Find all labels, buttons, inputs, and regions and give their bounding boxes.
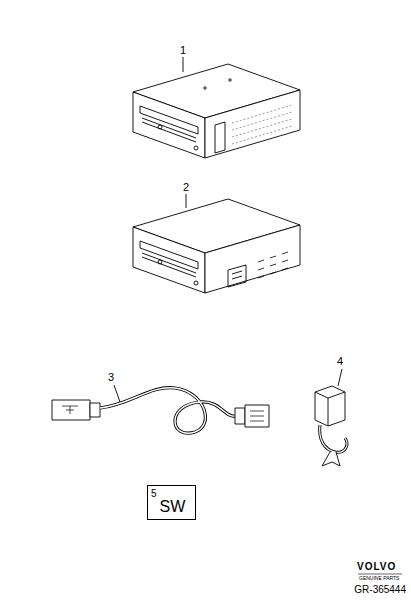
node-text: SW [160, 499, 186, 515]
callout-number: 2 [183, 182, 189, 193]
media-unit-2 [133, 194, 300, 293]
usb-cable [52, 385, 269, 433]
logo-rule [358, 574, 402, 575]
media-unit-1 [133, 57, 300, 158]
brand-logo-text: VOLVO [357, 562, 396, 572]
callout-number: 4 [337, 356, 343, 367]
figure-number: GR-365444 [354, 585, 406, 595]
callout-number: 3 [108, 372, 114, 383]
software-box: 5SW [147, 485, 196, 520]
callout-number: 1 [180, 45, 186, 56]
brand-logo-text: GENUINE PARTS [359, 576, 399, 581]
cable-clip [315, 369, 347, 466]
callout-number: 5 [151, 489, 157, 499]
